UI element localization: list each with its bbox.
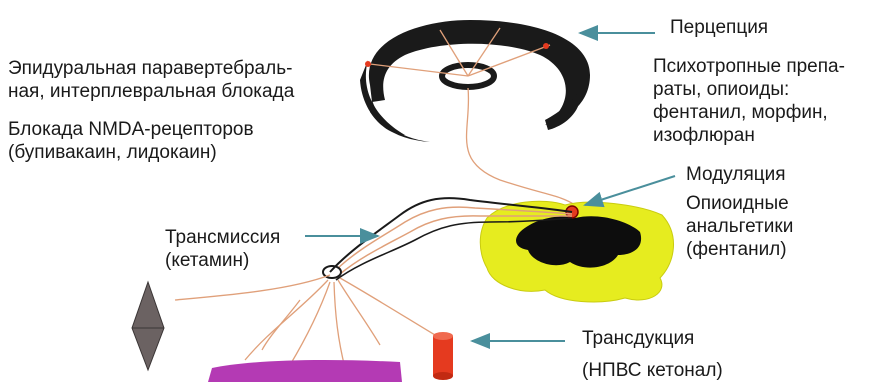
label-epidural-block: Эпидуральная паравертебраль- ная, интерп… <box>8 57 294 103</box>
transduction-cylinder <box>433 332 453 380</box>
crystal-shape <box>132 282 164 370</box>
label-modulation: Модуляция <box>686 163 786 186</box>
arrow-modulation <box>585 176 675 205</box>
label-perception: Перцепция <box>670 16 768 39</box>
cortex-node-left <box>365 61 371 67</box>
label-nmda-block: Блокада NMDA-рецепторов (бупивакаин, лид… <box>8 118 254 164</box>
skin-strip <box>208 360 402 382</box>
label-nsaid: (НПВС кетонал) <box>582 359 723 382</box>
cortex-node-right <box>543 43 549 49</box>
label-transduction: Трансдукция <box>582 327 694 350</box>
peripheral-fibers <box>175 275 440 368</box>
label-psychotropic-drugs: Психотропные препа- раты, опиоиды: фента… <box>653 55 845 147</box>
label-opioid-analgesics: Опиоидные анальгетики (фентанил) <box>686 192 793 261</box>
label-transmission: Трансмиссия (кетамин) <box>165 226 280 272</box>
brain-cortex-shape <box>360 20 590 142</box>
